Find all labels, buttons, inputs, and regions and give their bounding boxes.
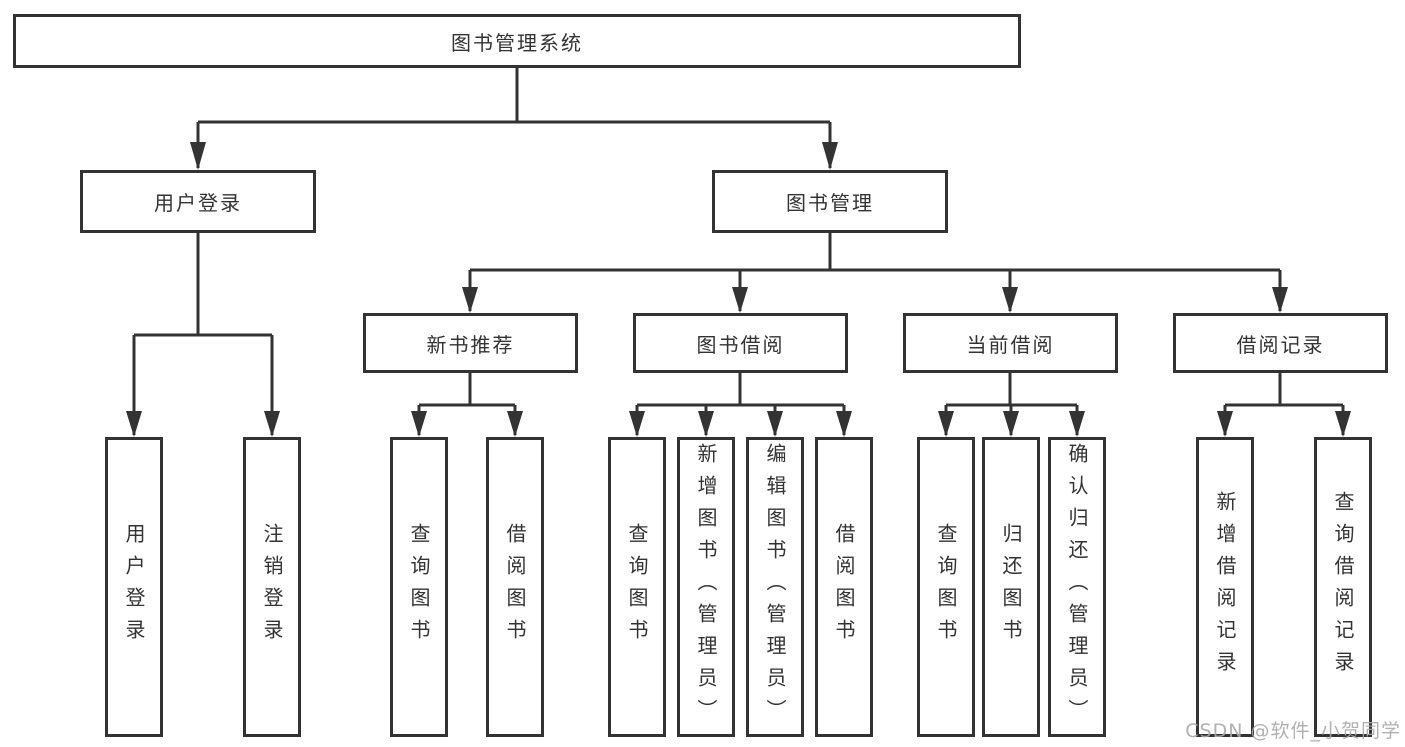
arrow-down-icon <box>1217 411 1233 437</box>
node-label: 编辑图书（管理员） <box>763 443 787 731</box>
node-current-borrow: 当前借阅 <box>903 313 1118 373</box>
connector-newbook-to-leaves <box>417 373 517 435</box>
arrow-down-icon <box>1002 287 1018 313</box>
connector-borrowrecord-to-leaves <box>1223 373 1345 435</box>
arrow-down-icon <box>507 411 523 437</box>
arrow-down-icon <box>629 411 645 437</box>
arrow-down-icon <box>1069 411 1085 437</box>
node-label: 新书推荐 <box>426 332 515 357</box>
node-library-system: 图书管理系统 <box>13 14 1021 68</box>
node-label: 查询借阅记录 <box>1331 491 1355 683</box>
node-label: 查询图书 <box>625 523 649 651</box>
leaf-confirm-return-admin: 确认归还（管理员） <box>1048 437 1106 737</box>
node-label: 新增借阅记录 <box>1213 491 1237 683</box>
node-label: 新增图书（管理员） <box>694 443 718 731</box>
node-label: 借阅图书 <box>832 523 856 651</box>
node-borrow-record: 借阅记录 <box>1173 313 1388 373</box>
arrow-down-icon <box>732 287 748 313</box>
arrow-down-icon <box>767 411 783 437</box>
node-label: 借阅图书 <box>503 523 527 651</box>
arrow-down-icon <box>836 411 852 437</box>
watermark: CSDN @软件_小贺同学 <box>1185 720 1401 742</box>
leaf-add-books-admin: 新增图书（管理员） <box>677 437 735 737</box>
node-label: 当前借阅 <box>966 332 1055 357</box>
leaf-add-borrow-record: 新增借阅记录 <box>1196 437 1254 737</box>
arrow-down-icon <box>1335 411 1351 437</box>
node-label: 注销登录 <box>260 523 284 651</box>
connector-bookborrow-to-leaves <box>635 373 846 435</box>
leaf-query-books: 查询图书 <box>390 437 448 737</box>
arrow-down-icon <box>1272 287 1288 313</box>
leaf-logout: 注销登录 <box>243 437 301 737</box>
arrow-down-icon <box>264 411 280 437</box>
node-label: 归还图书 <box>999 523 1023 651</box>
node-label: 查询图书 <box>934 523 958 651</box>
arrowheads <box>126 142 1351 437</box>
arrow-down-icon <box>698 411 714 437</box>
node-label: 图书借阅 <box>696 332 785 357</box>
leaf-borrow-books: 借阅图书 <box>815 437 873 737</box>
leaf-return-books: 归还图书 <box>982 437 1040 737</box>
arrow-down-icon <box>1003 411 1019 437</box>
leaf-query-books: 查询图书 <box>608 437 666 737</box>
arrow-down-icon <box>822 142 838 170</box>
node-user-login: 用户登录 <box>80 170 316 233</box>
leaf-query-books: 查询图书 <box>917 437 975 737</box>
node-book-borrow: 图书借阅 <box>633 313 848 373</box>
node-label: 查询图书 <box>407 523 431 651</box>
node-label: 图书管理 <box>786 191 874 215</box>
arrow-down-icon <box>126 411 142 437</box>
node-book-manage: 图书管理 <box>712 170 948 233</box>
leaf-user-login: 用户登录 <box>105 437 163 737</box>
leaf-edit-books-admin: 编辑图书（管理员） <box>746 437 804 737</box>
arrow-down-icon <box>411 411 427 437</box>
connector-root-to-level2 <box>196 68 832 168</box>
leaf-borrow-books: 借阅图书 <box>486 437 544 737</box>
node-label: 用户登录 <box>122 523 146 651</box>
arrow-down-icon <box>938 411 954 437</box>
node-label: 用户登录 <box>154 191 242 215</box>
node-label: 借阅记录 <box>1236 332 1325 357</box>
arrow-down-icon <box>190 142 206 170</box>
node-new-book-recommend: 新书推荐 <box>363 313 578 373</box>
node-label: 确认归还（管理员） <box>1065 443 1089 731</box>
connector-userlogin-to-leaves <box>132 233 274 435</box>
leaf-query-borrow-record: 查询借阅记录 <box>1314 437 1372 737</box>
arrow-down-icon <box>462 287 478 313</box>
connector-bookmanage-to-level3 <box>468 233 1282 311</box>
node-label: 图书管理系统 <box>451 30 583 55</box>
